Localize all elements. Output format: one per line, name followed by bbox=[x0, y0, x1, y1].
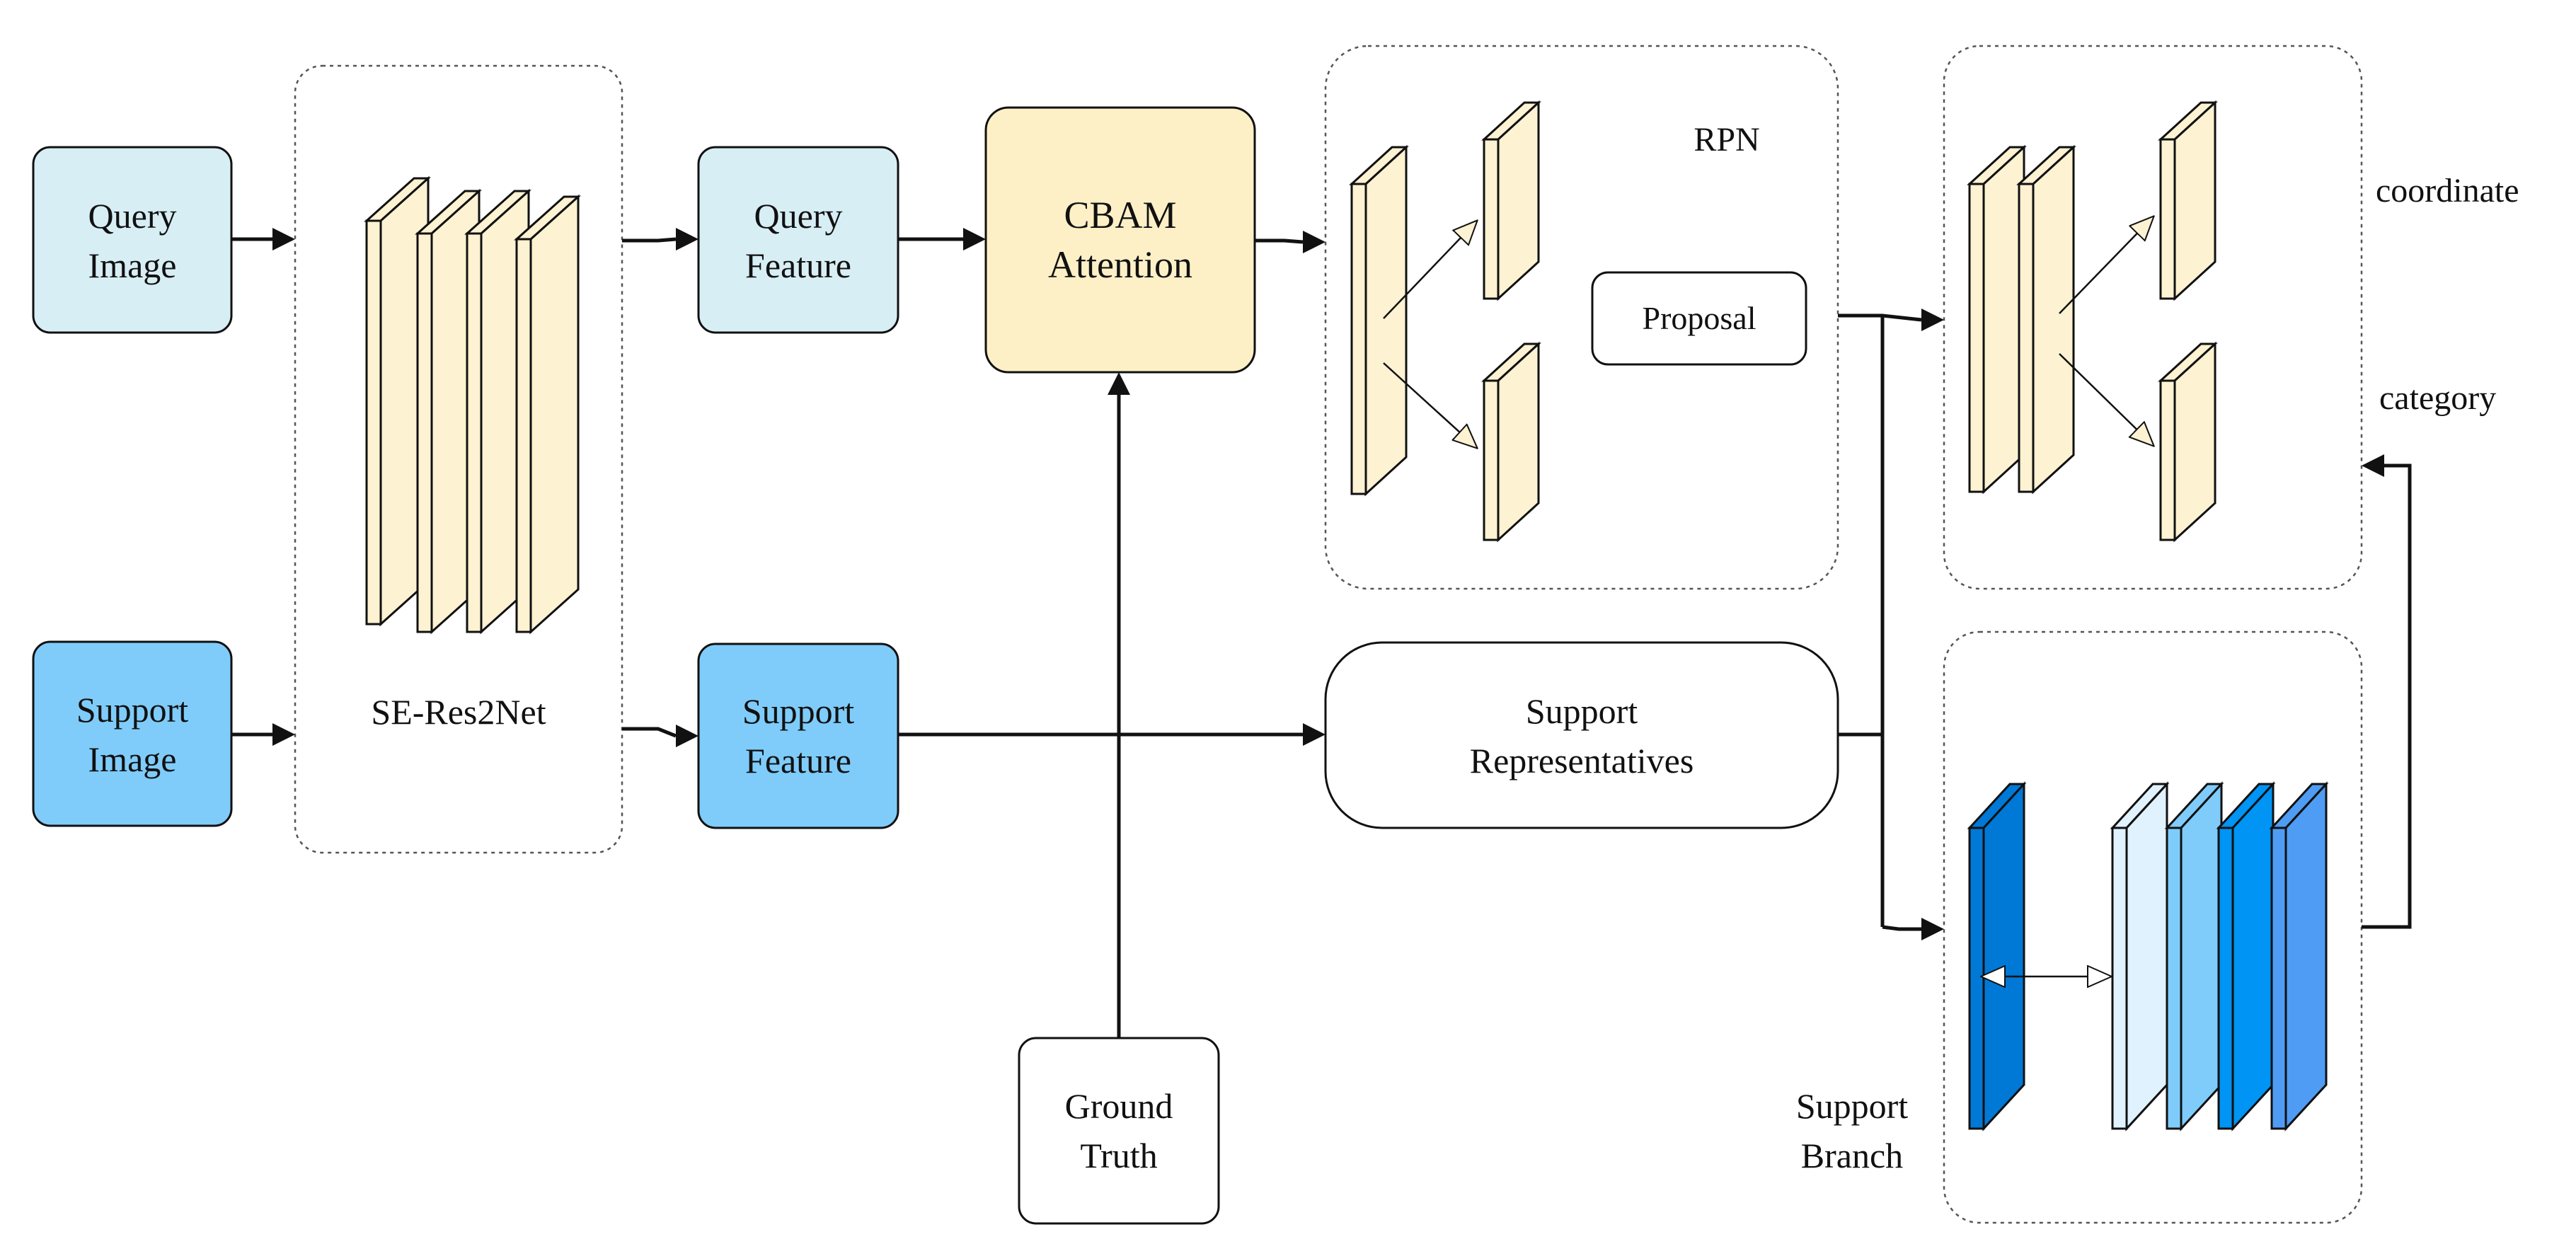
arrow-merge-to-support-branch bbox=[1882, 925, 1921, 931]
support-representatives-label-1: Support bbox=[1526, 691, 1638, 731]
backbone-label: SE-Res2Net bbox=[371, 692, 546, 732]
rpn-label: RPN bbox=[1694, 121, 1759, 159]
arrowhead-head bbox=[1921, 309, 1944, 331]
arrowhead-cbam bbox=[963, 228, 986, 250]
support-branch-map-4 bbox=[2216, 781, 2276, 1131]
category-label: category bbox=[2379, 379, 2496, 417]
query-feature-node: Query Feature bbox=[697, 146, 899, 334]
query-image-label-2: Image bbox=[88, 246, 177, 285]
support-feature-label-2: Feature bbox=[745, 741, 851, 780]
backbone-map-4 bbox=[514, 194, 581, 635]
support-branch-map-5 bbox=[2269, 781, 2329, 1131]
query-image-node: Query Image bbox=[32, 146, 233, 334]
arrowhead-support-feature bbox=[676, 725, 698, 747]
proposal-label: Proposal bbox=[1643, 300, 1756, 336]
arrowhead-support-image bbox=[272, 723, 295, 746]
query-feature-label-2: Feature bbox=[745, 246, 851, 285]
rpn-container: RPN bbox=[1324, 45, 1839, 590]
support-representatives-label-2: Representatives bbox=[1470, 741, 1694, 780]
rpn-input-map bbox=[1349, 144, 1409, 497]
rpn-branch-arrow-bottom bbox=[1383, 362, 1477, 448]
arrow-backbone-to-query-feature bbox=[622, 237, 677, 243]
rpn-branch-arrow-top bbox=[1383, 221, 1477, 319]
arrow-support-branch-to-category bbox=[2362, 463, 2412, 929]
backbone-feature-maps bbox=[364, 175, 581, 635]
head-input-map-2 bbox=[2016, 144, 2076, 495]
arrowhead-ground-truth bbox=[1108, 372, 1130, 395]
arrowhead-query-feature bbox=[676, 228, 698, 250]
support-feature-label-1: Support bbox=[742, 691, 854, 731]
support-image-label-2: Image bbox=[88, 739, 177, 779]
query-feature-label-1: Query bbox=[754, 196, 843, 236]
head-output-map-category bbox=[2158, 341, 2218, 543]
backbone-map-1 bbox=[364, 175, 431, 627]
query-image-label-1: Query bbox=[88, 196, 177, 236]
arrowhead-query-image bbox=[272, 228, 295, 250]
head-input-map-1 bbox=[1967, 144, 2027, 495]
cbam-attention-node: CBAM Attention bbox=[984, 106, 1256, 374]
cbam-label-2: Attention bbox=[1048, 243, 1192, 286]
support-feature-node: Support Feature bbox=[697, 643, 899, 829]
arrowhead-rpn bbox=[1303, 231, 1326, 253]
head-output-map-coordinate bbox=[2158, 100, 2218, 301]
arrowhead-support-branch bbox=[1921, 918, 1944, 940]
arrow-rpn-to-head bbox=[1838, 313, 1922, 322]
head-branch-arrow-top bbox=[2059, 217, 2154, 314]
support-branch-label-2: Branch bbox=[1801, 1136, 1903, 1175]
rpn-output-map-top bbox=[1481, 100, 1541, 301]
head-branch-arrow-bottom bbox=[2059, 353, 2154, 446]
support-image-label-1: Support bbox=[76, 690, 188, 730]
cbam-label-1: CBAM bbox=[1064, 194, 1176, 236]
arrow-backbone-to-support-feature bbox=[622, 727, 677, 738]
support-branch-map-3 bbox=[2164, 781, 2224, 1131]
ground-truth-label-2: Truth bbox=[1080, 1136, 1157, 1175]
support-branch-map-2 bbox=[2110, 781, 2170, 1131]
arrowhead-representatives bbox=[1303, 723, 1326, 746]
support-representatives-node: Support Representatives bbox=[1324, 641, 1839, 829]
ground-truth-label-1: Ground bbox=[1065, 1086, 1173, 1126]
coordinate-label: coordinate bbox=[2376, 172, 2519, 209]
connectors bbox=[231, 228, 2412, 1038]
support-branch-map-1 bbox=[1967, 781, 2027, 1131]
support-branch-label-1: Support bbox=[1796, 1086, 1908, 1126]
arrowhead-category bbox=[2362, 454, 2384, 477]
ground-truth-node: Ground Truth bbox=[1018, 1037, 1220, 1225]
support-image-node: Support Image bbox=[32, 640, 233, 827]
proposal-node: Proposal bbox=[1591, 271, 1807, 366]
arrow-cbam-to-rpn bbox=[1255, 238, 1304, 244]
rpn-output-map-bottom bbox=[1481, 341, 1541, 543]
